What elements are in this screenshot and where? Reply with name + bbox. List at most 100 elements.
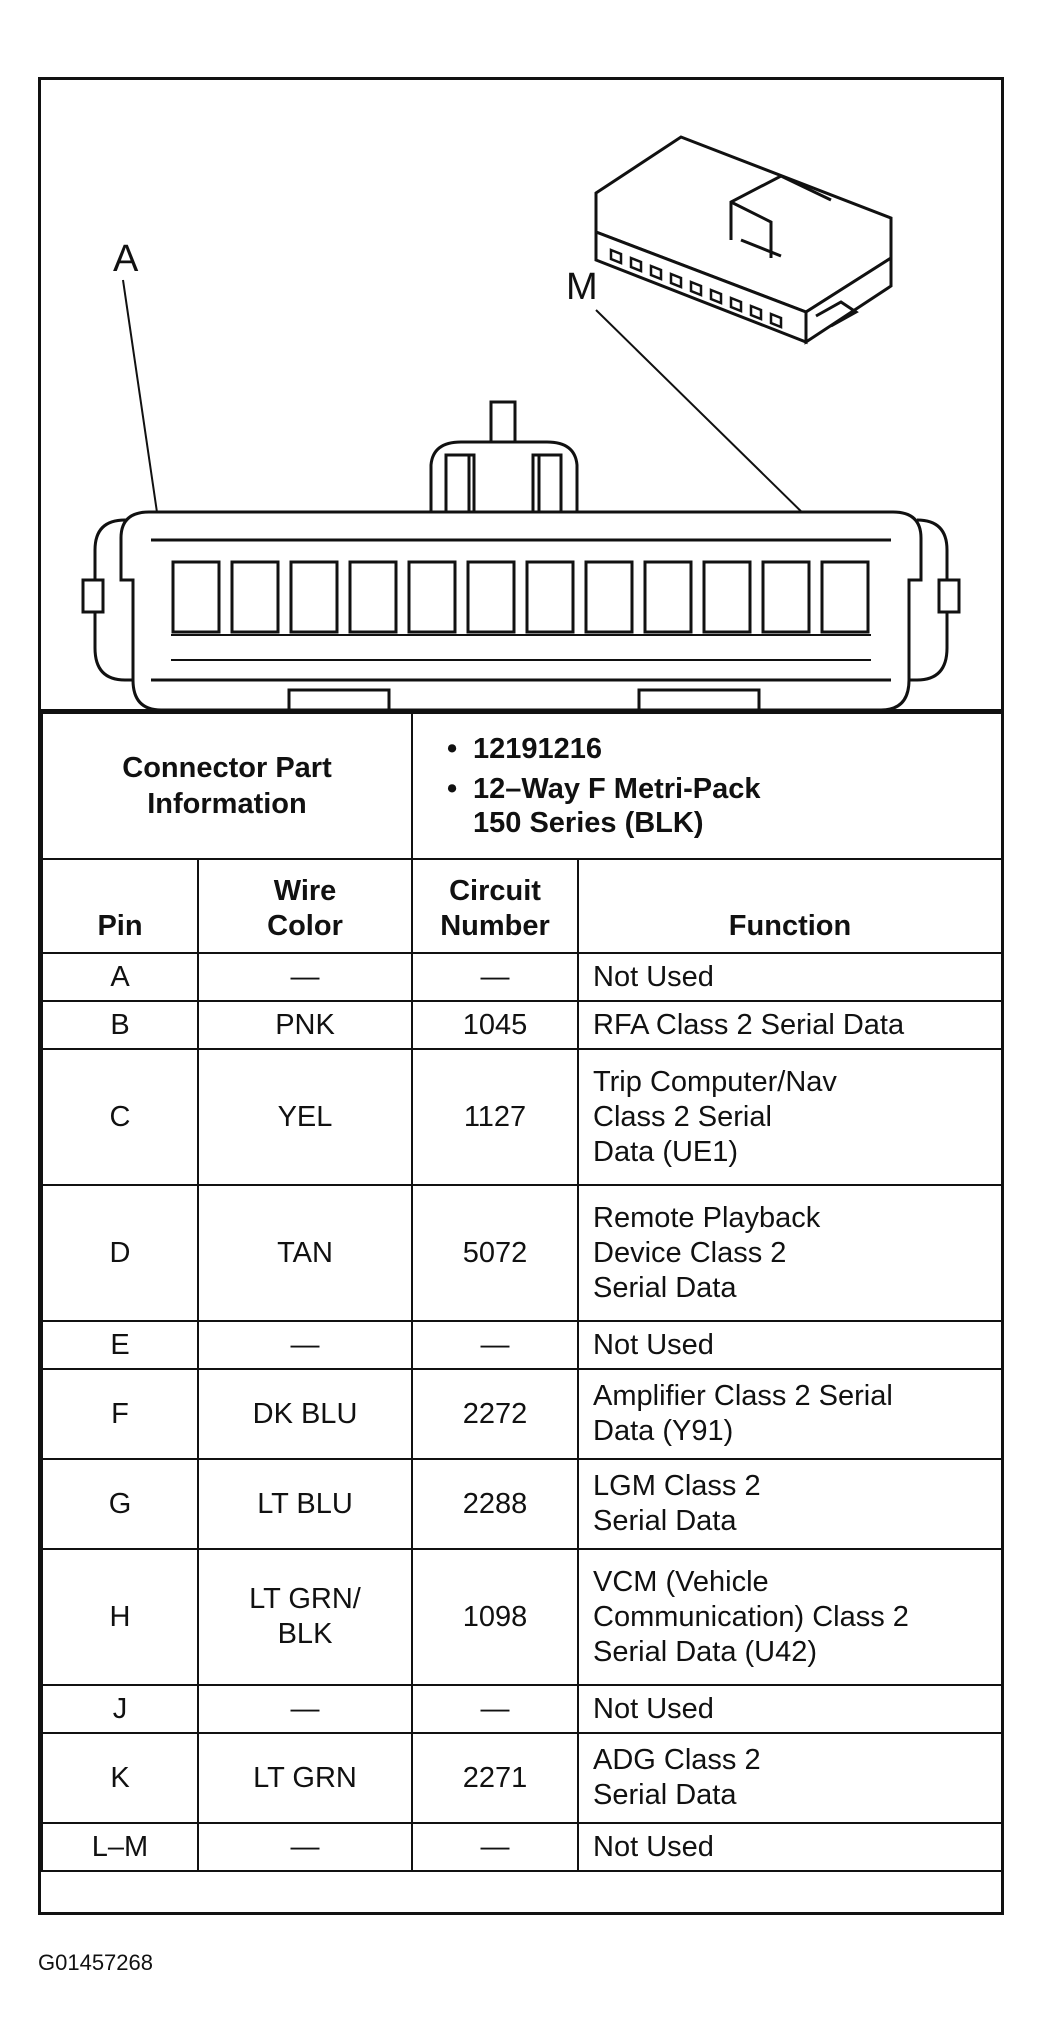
connector-info-label-line1: Connector Part xyxy=(122,752,332,784)
wire-color-line: DK BLU xyxy=(252,1397,358,1430)
wire-color-cell: — xyxy=(196,1684,414,1734)
wire-color-line: — xyxy=(290,960,320,993)
function-line: Serial Data xyxy=(593,1505,737,1537)
wire-color-line: — xyxy=(290,1328,320,1361)
circuit-number-cell: 1127 xyxy=(411,1048,580,1186)
function-line: Not Used xyxy=(593,1328,714,1361)
connector-info-label: Connector Part Information xyxy=(40,712,414,860)
connector-latch xyxy=(429,400,579,517)
pin-cell: F xyxy=(41,1368,199,1460)
circuit-number-cell: 2271 xyxy=(411,1732,580,1824)
circuit-number-cell: — xyxy=(411,952,580,1002)
pin-cell: B xyxy=(41,1000,199,1050)
connector-info-label-line2: Information xyxy=(147,788,307,820)
callout-pin-m: M xyxy=(566,266,598,308)
pin-cell: L–M xyxy=(41,1822,199,1872)
circuit-number-cell: 1098 xyxy=(411,1548,580,1686)
circuit-number-cell: — xyxy=(411,1822,580,1872)
connector-diagram: A M xyxy=(41,80,1001,712)
wire-color-cell: PNK xyxy=(196,1000,414,1050)
function-cell: RFA Class 2 Serial Data xyxy=(577,1000,1004,1050)
header-pin: Pin xyxy=(41,858,199,954)
wire-color-cell: LT GRN/BLK xyxy=(196,1548,414,1686)
wire-color-line: LT GRN xyxy=(253,1761,357,1794)
wire-color-cell: LT GRN xyxy=(196,1732,414,1824)
wire-color-line: BLK xyxy=(277,1618,333,1650)
header-function: Function xyxy=(577,858,1004,954)
table-row: E — — Not Used xyxy=(41,1320,1004,1370)
callout-pin-a: A xyxy=(113,238,139,280)
wire-color-line: PNK xyxy=(275,1008,335,1041)
function-line: Not Used xyxy=(593,960,714,993)
wire-color-cell: — xyxy=(196,952,414,1002)
function-line: Communication) Class 2 xyxy=(593,1600,909,1633)
function-cell: Not Used xyxy=(577,1320,1004,1370)
wire-color-cell: TAN xyxy=(196,1184,414,1322)
table-row: A — — Not Used xyxy=(41,952,1004,1002)
pin-cell: D xyxy=(41,1184,199,1322)
circuit-number-cell: — xyxy=(411,1320,580,1370)
function-line: VCM (Vehicle xyxy=(593,1565,769,1598)
pin-cell: A xyxy=(41,952,199,1002)
wire-color-cell: — xyxy=(196,1320,414,1370)
pinout-table: Connector Part Information 12191216 12–W… xyxy=(40,712,1004,1872)
function-line: Not Used xyxy=(593,1692,714,1725)
function-line: Trip Computer/Nav xyxy=(593,1065,837,1098)
connector-info-row: Connector Part Information 12191216 12–W… xyxy=(40,712,1004,860)
pin-cell: H xyxy=(41,1548,199,1686)
pin-cell: J xyxy=(41,1684,199,1734)
table-row: L–M — — Not Used xyxy=(41,1822,1004,1872)
function-line: Data (UE1) xyxy=(593,1135,739,1168)
function-line: ADG Class 2 xyxy=(593,1744,761,1776)
table-row: J — — Not Used xyxy=(41,1684,1004,1734)
function-line: Remote Playback xyxy=(593,1201,821,1234)
function-line: RFA Class 2 Serial Data xyxy=(593,1008,905,1041)
wire-color-line: — xyxy=(290,1830,320,1863)
connector-drawing xyxy=(81,135,961,712)
circuit-number-cell: 1045 xyxy=(411,1000,580,1050)
wire-color-line: LT BLU xyxy=(257,1487,353,1520)
wire-color-line: — xyxy=(290,1692,320,1725)
wire-color-line: TAN xyxy=(277,1236,333,1269)
circuit-number-cell: 2272 xyxy=(411,1368,580,1460)
function-line: Device Class 2 xyxy=(593,1236,787,1269)
circuit-number-cell: — xyxy=(411,1684,580,1734)
pin-cell: E xyxy=(41,1320,199,1370)
wire-color-cell: DK BLU xyxy=(196,1368,414,1460)
part-number: 12191216 xyxy=(447,732,989,766)
wire-color-line: YEL xyxy=(277,1100,333,1133)
table-row: B PNK 1045 RFA Class 2 Serial Data xyxy=(41,1000,1004,1050)
function-line: Serial Data xyxy=(593,1779,737,1811)
figure-id: G01457268 xyxy=(38,1950,153,1975)
wire-color-cell: LT BLU xyxy=(196,1458,414,1550)
function-line: Amplifier Class 2 Serial xyxy=(593,1380,893,1412)
circuit-number-cell: 2288 xyxy=(411,1458,580,1550)
function-cell: Not Used xyxy=(577,952,1004,1002)
callout-leader-a xyxy=(122,279,160,527)
pin-cell: K xyxy=(41,1732,199,1824)
function-line: Not Used xyxy=(593,1830,714,1863)
callout-leader-m xyxy=(595,309,817,527)
connector-isometric-icon xyxy=(594,135,893,345)
function-line: Serial Data (U42) xyxy=(593,1635,818,1668)
function-cell: Not Used xyxy=(577,1684,1004,1734)
terminal-cavities xyxy=(171,560,870,634)
wire-color-cell: YEL xyxy=(196,1048,414,1186)
circuit-number-cell: 5072 xyxy=(411,1184,580,1322)
